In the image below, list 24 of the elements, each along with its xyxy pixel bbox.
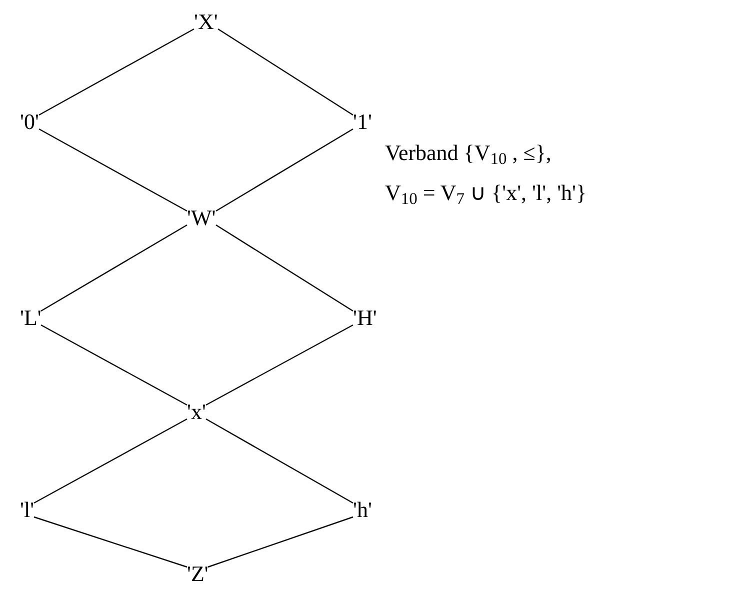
lattice-element-label: 'W'	[187, 207, 216, 229]
connector-line	[206, 418, 354, 504]
connector-line	[216, 224, 354, 312]
lattice-element-label: 'h'	[353, 499, 372, 521]
connector-line	[34, 418, 188, 504]
lattice-element-label: 'X'	[194, 11, 218, 33]
formula-text: Verband {V$_{10}$ , ≤},	[385, 142, 552, 164]
lattice-element-label: 'x'	[187, 401, 206, 423]
lattice-element-label: '1'	[353, 111, 372, 133]
lattice-element-label: 'Z'	[187, 563, 208, 585]
lattice-element-label: '0'	[20, 111, 39, 133]
connector-line	[38, 128, 188, 212]
lattice-element-label: 'H'	[353, 307, 377, 329]
formula-text: V$_{10}$ = V$_{7}$ ∪ {'x', 'l', 'h'}	[385, 182, 587, 204]
connector-line	[218, 28, 354, 116]
connector-line	[216, 128, 354, 212]
connector-line	[208, 516, 354, 568]
lattice-element-label: 'l'	[20, 499, 34, 521]
connector-line	[40, 224, 188, 312]
connector-line	[34, 516, 188, 568]
connector-line	[206, 324, 354, 406]
lattice-element-label: 'L'	[20, 307, 42, 329]
connector-line	[40, 324, 188, 406]
connector-line	[38, 28, 194, 116]
